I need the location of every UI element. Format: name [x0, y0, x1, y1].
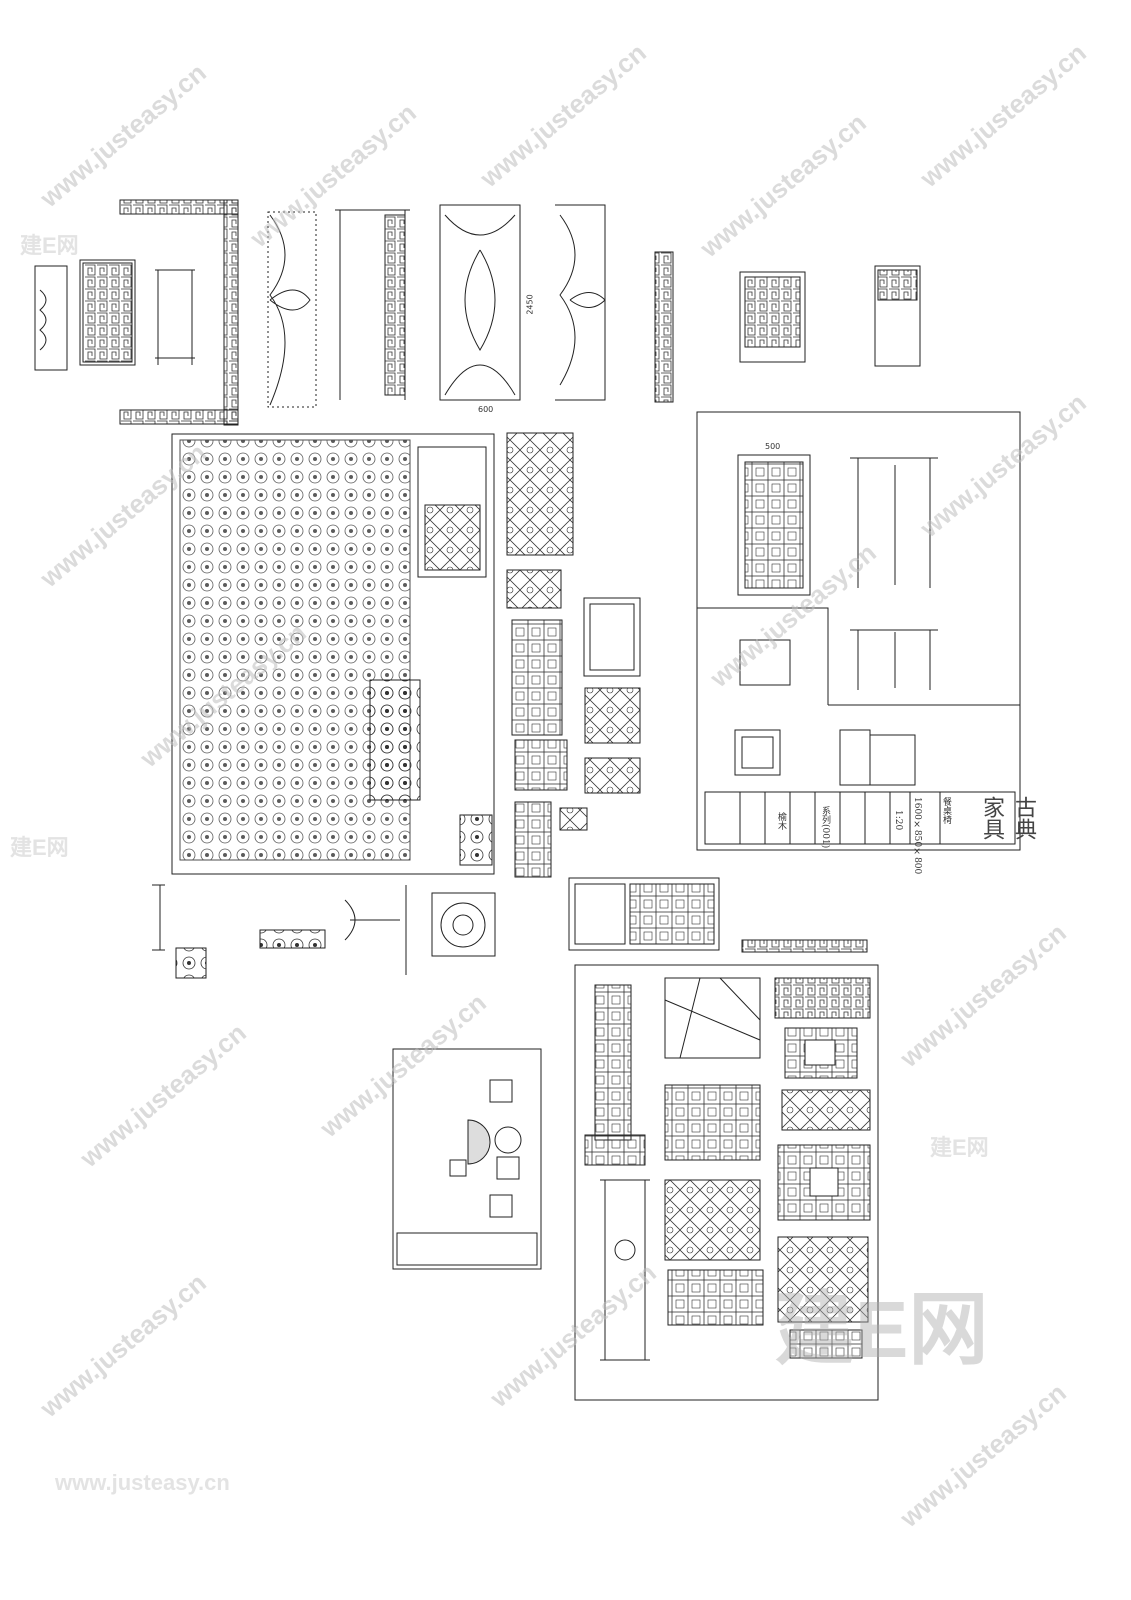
small-cabinet-elevation	[874, 265, 921, 367]
carved-side-table	[555, 204, 606, 401]
title-material: 榆木	[776, 812, 786, 830]
fret-stand	[654, 251, 674, 403]
dimension-label: 2450	[525, 294, 535, 315]
fret-border-frame	[119, 199, 239, 426]
chair-sheet	[696, 411, 1021, 851]
dimension-label: 500	[765, 442, 781, 451]
shelf-frame	[79, 259, 136, 366]
ornament-sheet	[171, 433, 495, 875]
carved-corner-table	[439, 204, 521, 401]
chair-details	[152, 884, 496, 979]
carved-panel	[34, 265, 68, 371]
watermark-logo: 建E网	[775, 1285, 989, 1374]
lattice-sheet	[574, 964, 879, 1401]
table-side-view	[155, 269, 195, 365]
title-series: 系列(001)	[820, 806, 830, 849]
dimension-label: 600	[478, 405, 494, 414]
sideboard-elevation	[568, 877, 868, 953]
lattice-table-front	[335, 209, 410, 400]
title-scale: 1:20	[893, 810, 903, 831]
watermark: www.justeasy.cn	[55, 1470, 230, 1495]
watermark: 建E网	[930, 1135, 989, 1160]
title-brand: 古典家具	[979, 796, 1036, 840]
title-size: 1600×850×800	[912, 797, 922, 875]
watermark: 建E网	[20, 233, 79, 258]
cabinet-elevation	[739, 271, 806, 363]
watermark: 建E网	[10, 835, 69, 860]
carved-apron	[267, 211, 317, 408]
lattice-panels	[506, 432, 641, 878]
title-product-name: 餐桌椅	[941, 797, 951, 824]
section-sheet	[392, 1048, 542, 1270]
